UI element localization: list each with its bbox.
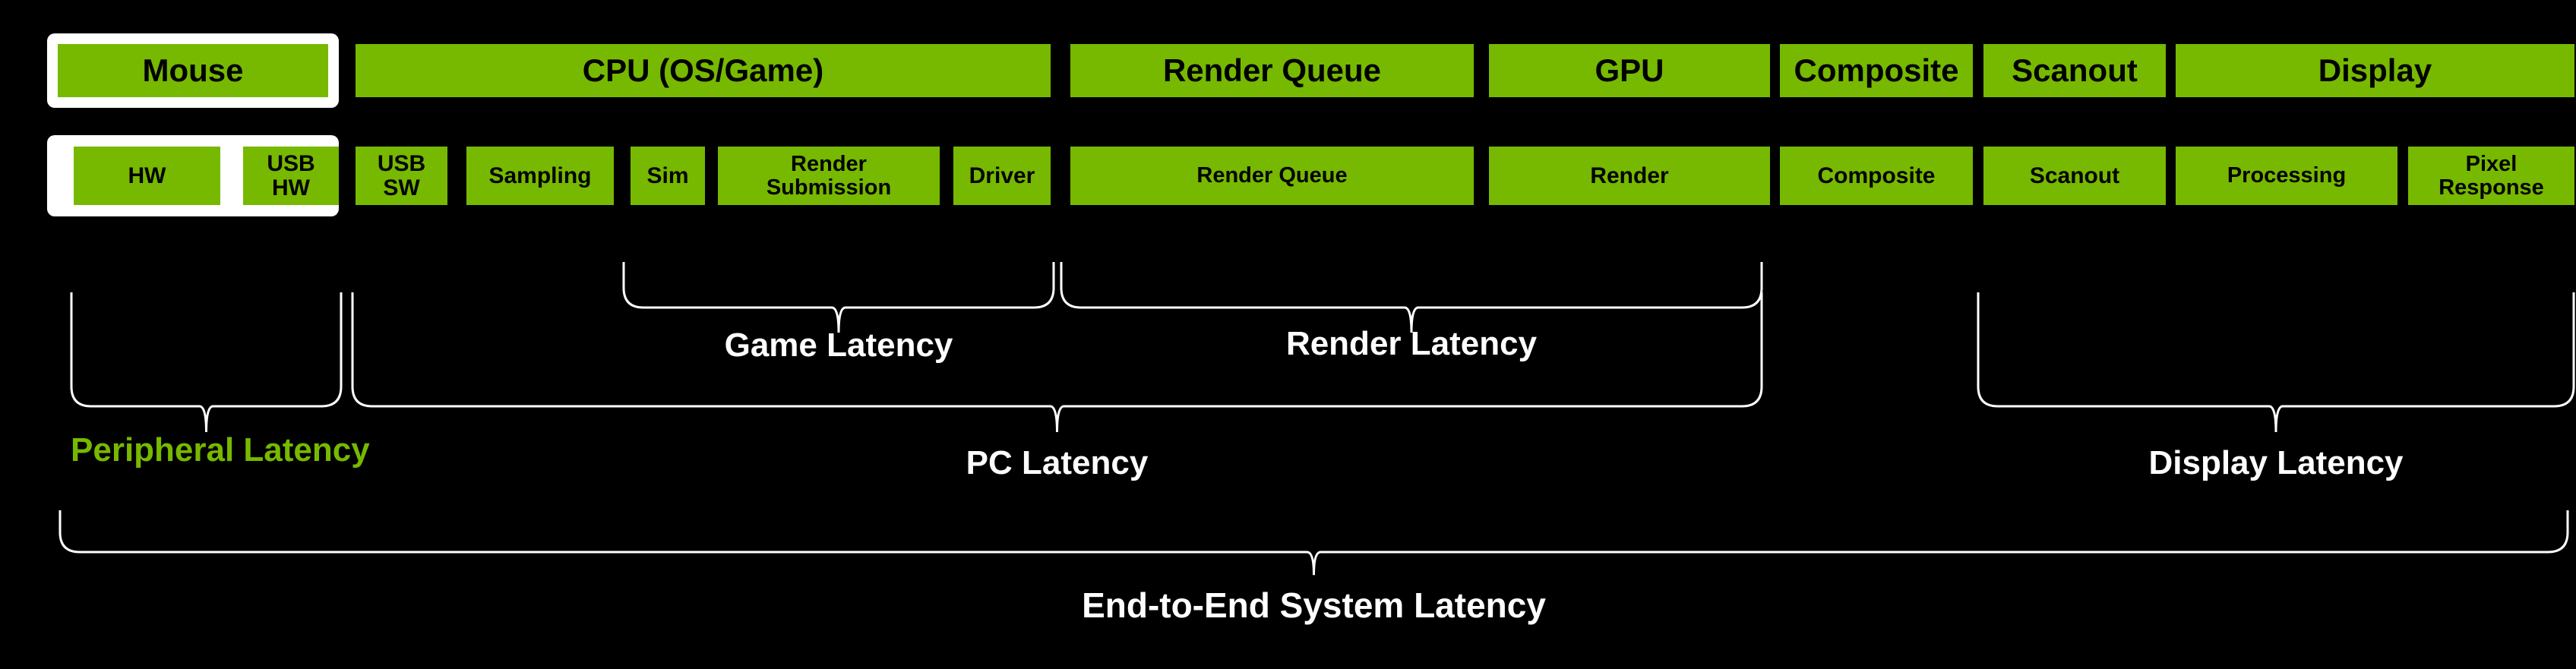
stage-cell-processing: Processing (2176, 147, 2397, 205)
bracket-game-latency (623, 262, 1054, 308)
bracket-label-render-latency: Render Latency (1285, 325, 1538, 362)
stage-cell-sim: Sim (631, 147, 705, 205)
stage-cell-driver: Driver (953, 147, 1051, 205)
bracket-render-latency (1060, 262, 1762, 308)
stage-cell-sampling: Sampling (466, 147, 614, 205)
stage-cell-composite: Composite (1780, 147, 1973, 205)
bracket-end-to-end-system-latency (59, 510, 2568, 552)
stage-cell-render: Render (1489, 147, 1770, 205)
bracket-label-peripheral-latency: Peripheral Latency (71, 431, 370, 469)
stage-cell-cpu-os-game: CPU (OS/Game) (356, 44, 1051, 97)
stage-cell-mouse: Mouse (58, 44, 328, 97)
bracket-peripheral-latency (71, 292, 342, 406)
bracket-label-game-latency: Game Latency (724, 327, 953, 364)
stage-cell-scanout: Scanout (1983, 147, 2166, 205)
bracket-label-end-to-end-system-latency: End-to-End System Latency (1082, 585, 1546, 625)
stage-cell-composite: Composite (1780, 44, 1973, 97)
bracket-display-latency (1977, 292, 2574, 406)
stage-cell-usb-sw: USB SW (356, 147, 447, 205)
stage-cell-gpu: GPU (1489, 44, 1770, 97)
stage-cell-display: Display (2176, 44, 2574, 97)
stage-cell-render-submission: Render Submission (718, 147, 940, 205)
stage-cell-hw: HW (74, 147, 220, 205)
stage-cell-pixel-response: Pixel Response (2408, 147, 2574, 205)
bracket-pc-latency (352, 292, 1762, 406)
stage-cell-scanout: Scanout (1983, 44, 2166, 97)
bracket-label-display-latency: Display Latency (2148, 444, 2404, 481)
stage-cell-render-queue: Render Queue (1070, 44, 1474, 97)
stage-cell-usb-hw: USB HW (243, 147, 339, 205)
bracket-label-pc-latency: PC Latency (966, 444, 1149, 481)
stage-cell-render-queue: Render Queue (1070, 147, 1474, 205)
